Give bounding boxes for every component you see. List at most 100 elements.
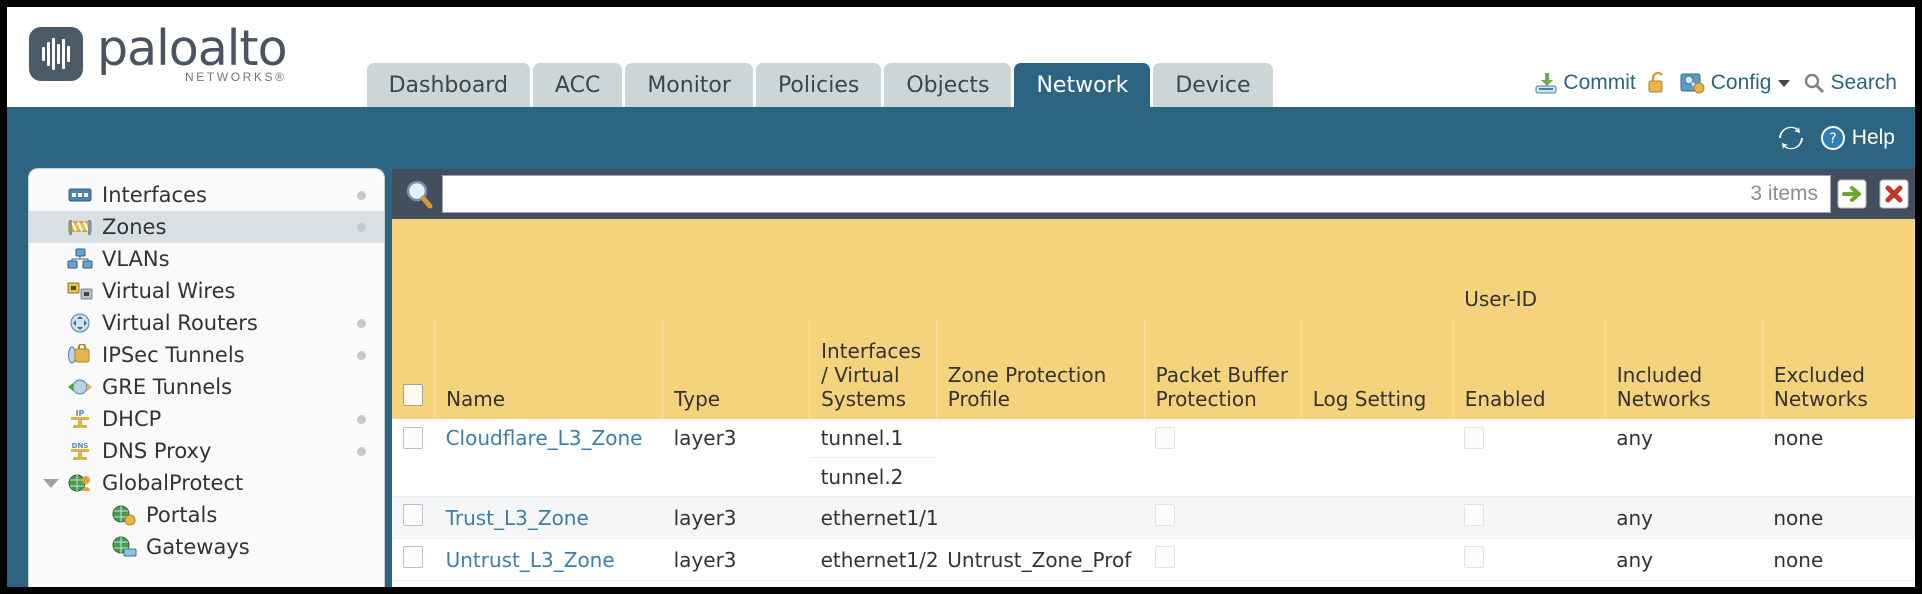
zones-icon	[67, 216, 93, 238]
tab-monitor[interactable]: Monitor	[625, 63, 753, 107]
column-header-packet-buffer-protection[interactable]: Packet Buffer Protection	[1144, 319, 1302, 419]
select-all-header	[392, 319, 436, 419]
help-button[interactable]: ? Help	[1820, 125, 1895, 151]
row-checkbox[interactable]	[403, 427, 423, 449]
cell-packet-buffer-protection	[1144, 419, 1302, 497]
cell-log-setting	[1301, 496, 1454, 539]
virtual-routers-icon	[67, 312, 93, 334]
sidebar-item-vlans[interactable]: VLANs	[29, 243, 384, 275]
help-label: Help	[1851, 126, 1895, 149]
cell-userid-enabled	[1453, 496, 1606, 539]
commit-button[interactable]: Commit	[1534, 71, 1636, 95]
sidebar-item-globalprotect[interactable]: GlobalProtect	[29, 467, 384, 499]
userid-enabled-checkbox[interactable]	[1464, 546, 1485, 568]
column-header-type[interactable]: Type	[662, 319, 811, 419]
tab-dashboard[interactable]: Dashboard	[366, 63, 530, 107]
tab-policies[interactable]: Policies	[755, 63, 882, 107]
sidebar-item-gateways[interactable]: Gateways	[29, 531, 384, 563]
cell-excluded-networks: none	[1762, 419, 1915, 497]
row-checkbox[interactable]	[403, 546, 423, 568]
packet-buffer-protection-checkbox[interactable]	[1155, 546, 1176, 568]
search-button[interactable]: Search	[1803, 71, 1897, 95]
vlans-icon	[67, 248, 93, 270]
sidebar-item-label: Virtual Routers	[102, 311, 258, 335]
cell-included-networks: any	[1605, 538, 1763, 581]
column-header-log-setting[interactable]: Log Setting	[1301, 319, 1454, 419]
apply-filter-button[interactable]	[1831, 179, 1873, 209]
cell-included-networks: any	[1605, 496, 1763, 539]
clear-filter-button[interactable]	[1873, 179, 1915, 209]
sidebar-item-label: Portals	[146, 503, 218, 527]
refresh-icon[interactable]	[1776, 124, 1806, 152]
column-header-excluded-networks[interactable]: Excluded Networks	[1762, 319, 1915, 419]
sidebar-item-ipsec-tunnels[interactable]: IPSec Tunnels	[29, 339, 384, 371]
portals-icon	[111, 504, 137, 526]
column-header-name[interactable]: Name	[434, 319, 664, 419]
gre-tunnels-icon	[67, 376, 93, 398]
row-checkbox[interactable]	[403, 504, 423, 526]
ipsec-tunnels-icon	[67, 343, 93, 366]
filter-search-icon[interactable]	[402, 177, 436, 211]
tab-device[interactable]: Device	[1153, 63, 1273, 107]
zone-link[interactable]: Trust_L3_Zone	[445, 505, 589, 530]
brand-registered: ®	[275, 70, 287, 84]
sidebar-item-zones[interactable]: Zones	[29, 211, 384, 243]
sidebar-item-gre-tunnels[interactable]: GRE Tunnels	[29, 371, 384, 403]
sidebar-item-label: GRE Tunnels	[102, 375, 233, 399]
cell-userid-enabled	[1453, 419, 1606, 497]
sidebar-item-interfaces[interactable]: Interfaces	[29, 179, 384, 211]
tab-objects[interactable]: Objects	[884, 63, 1012, 107]
virtual-wires-icon	[67, 280, 93, 302]
filter-input-wrap[interactable]: 3 items	[442, 175, 1831, 213]
userid-enabled-checkbox[interactable]	[1464, 504, 1485, 526]
sidebar-item-indicator	[357, 446, 366, 456]
sub-bar: ? Help	[7, 107, 1915, 169]
search-input[interactable]	[443, 176, 1751, 212]
select-all-checkbox[interactable]	[403, 384, 423, 406]
cell-excluded-networks: none	[1762, 496, 1915, 539]
column-header-enabled[interactable]: Enabled	[1453, 319, 1606, 419]
sidebar-item-label: DNS Proxy	[102, 439, 212, 463]
chevron-down-icon	[1776, 77, 1792, 89]
sidebar-item-label: VLANs	[102, 247, 170, 271]
tab-network[interactable]: Network	[1014, 63, 1151, 107]
sidebar-item-virtual-wires[interactable]: Virtual Wires	[29, 275, 384, 307]
row-select-cell	[392, 496, 435, 539]
sidebar-item-portals[interactable]: Portals	[29, 499, 384, 531]
config-icon	[1680, 71, 1706, 95]
config-menu[interactable]: Config	[1680, 71, 1793, 95]
interface-entry: tunnel.2	[820, 465, 904, 489]
top-actions: Commit	[1534, 71, 1897, 95]
paloalto-logo: paloalto NETWORKS®	[29, 24, 288, 84]
tab-acc[interactable]: ACC	[532, 63, 623, 107]
sidebar-item-virtual-routers[interactable]: Virtual Routers	[29, 307, 384, 339]
lock-button[interactable]	[1647, 71, 1669, 95]
column-header-interfaces-virtual-systems[interactable]: Interfaces / Virtual Systems	[809, 319, 937, 419]
zone-link[interactable]: Untrust_L3_Zone	[445, 547, 615, 572]
cell-log-setting	[1301, 538, 1454, 581]
commit-icon	[1534, 71, 1558, 95]
column-header-zone-protection-profile[interactable]: Zone Protection Profile	[936, 319, 1145, 419]
userid-enabled-checkbox[interactable]	[1464, 427, 1485, 449]
sidebar-item-indicator	[357, 350, 366, 360]
gateways-icon	[111, 536, 137, 558]
commit-label: Commit	[1563, 71, 1636, 94]
cell-excluded-networks: none	[1762, 538, 1915, 581]
interfaces-icon	[67, 184, 93, 206]
column-header-included-networks[interactable]: Included Networks	[1605, 319, 1763, 419]
packet-buffer-protection-checkbox[interactable]	[1155, 504, 1176, 526]
brand-tagline: NETWORKS	[184, 70, 276, 84]
packet-buffer-protection-checkbox[interactable]	[1155, 427, 1176, 449]
main-panel: 3 items	[392, 169, 1915, 587]
globalprotect-icon	[67, 472, 93, 494]
expand-caret-icon[interactable]	[43, 478, 59, 488]
cell-log-setting	[1301, 419, 1454, 497]
zone-link[interactable]: Cloudflare_L3_Zone	[445, 426, 643, 450]
